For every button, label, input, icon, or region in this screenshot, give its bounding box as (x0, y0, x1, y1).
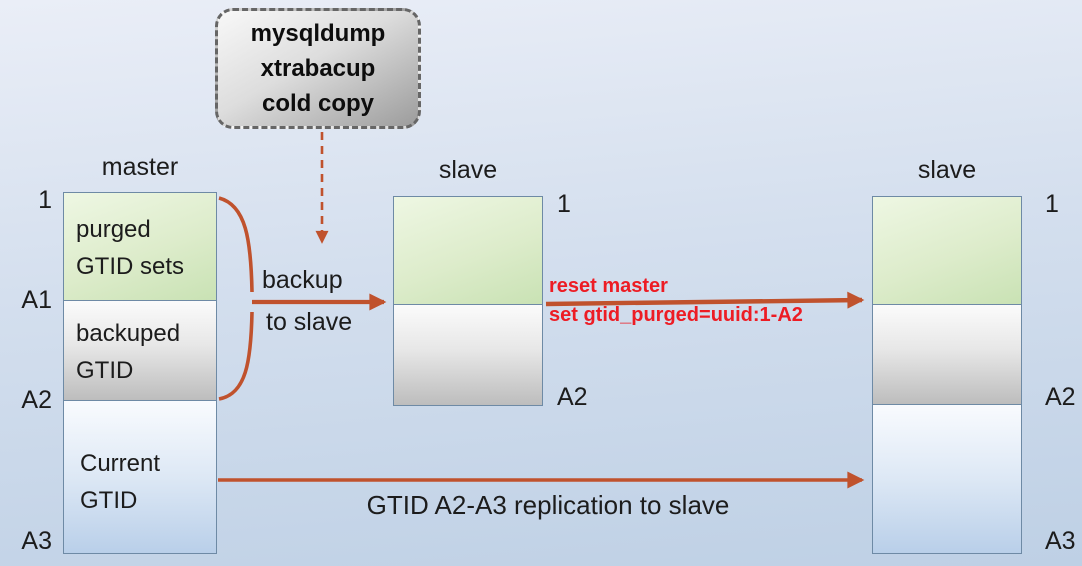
master-tick-a3: A3 (21, 527, 52, 555)
replication-label: GTID A2-A3 replication to slave (366, 490, 730, 520)
slave-right-title: slave (917, 156, 977, 184)
master-tick-1: 1 (38, 186, 52, 214)
master-current-section: Current GTID (64, 401, 216, 553)
master-current-label: Current GTID (80, 445, 160, 519)
slave-middle-title: slave (438, 156, 498, 184)
label-line: backuped (76, 320, 181, 347)
master-backuped-section: backuped GTID (64, 301, 216, 401)
reset-master-note: reset master set gtid_purged=uuid:1-A2 (549, 272, 803, 330)
backup-method-cold-copy: cold copy (261, 90, 375, 117)
label-line: Current (80, 450, 161, 477)
slave-right-tick-1: 1 (1045, 190, 1059, 218)
backup-method-mysqldump: mysqldump (250, 20, 386, 47)
slave-middle-tick-a2: A2 (557, 383, 588, 411)
slave-middle-tick-1: 1 (557, 190, 571, 218)
slave-middle-purged-section (394, 197, 542, 305)
backup-methods-box: mysqldump xtrabacup cold copy (215, 8, 421, 129)
slave-right-backuped-section (873, 305, 1021, 405)
master-backuped-label: backuped GTID (76, 315, 180, 389)
slave-right-box (872, 196, 1022, 554)
slave-right-purged-section (873, 197, 1021, 305)
master-tick-a2: A2 (21, 386, 52, 414)
backup-brace-bottom-curve (218, 311, 254, 401)
label-line: GTID (80, 487, 138, 514)
master-purged-label: purged GTID sets (76, 211, 184, 285)
master-box: purged GTID sets backuped GTID Current G… (63, 192, 217, 554)
label-line: purged (76, 216, 151, 243)
reset-master-note-line1: reset master (549, 275, 668, 297)
slave-right-tick-a2: A2 (1045, 383, 1076, 411)
label-line: GTID (76, 357, 134, 384)
master-tick-a1: A1 (21, 286, 52, 314)
master-title: master (101, 153, 179, 181)
slave-right-current-section (873, 405, 1021, 553)
label-line: GTID sets (76, 253, 185, 280)
slave-middle-box (393, 196, 543, 406)
master-purged-section: purged GTID sets (64, 193, 216, 301)
backup-method-xtrabacup: xtrabacup (260, 55, 376, 82)
backup-brace-top-curve (218, 196, 254, 293)
reset-master-note-line2: set gtid_purged=uuid:1-A2 (549, 304, 803, 326)
slave-middle-backuped-section (394, 305, 542, 405)
backup-label-line2: to slave (266, 308, 353, 336)
backup-label-line1: backup (262, 266, 343, 294)
slave-right-tick-a3: A3 (1045, 527, 1076, 555)
